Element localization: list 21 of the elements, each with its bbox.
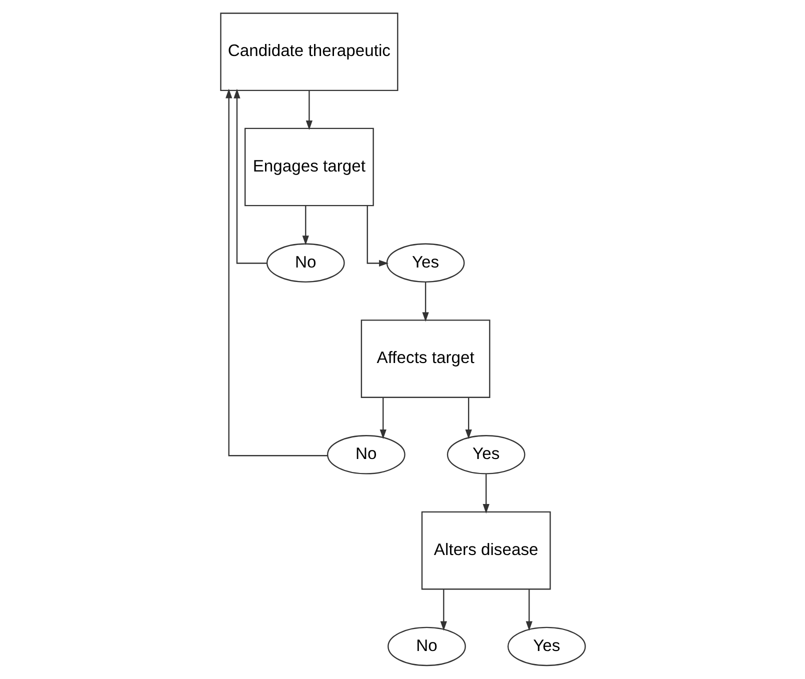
node-ellipse: Yes [386, 243, 464, 282]
node-ellipse: No [326, 435, 405, 474]
arrow [525, 590, 532, 631]
node-box: Candidate therapeutic [220, 12, 398, 91]
arrow [440, 590, 446, 631]
arrow [366, 206, 388, 267]
arrow [233, 88, 266, 264]
node-box: Affects target [360, 320, 490, 398]
node-ellipse: No [266, 243, 344, 282]
arrow [422, 282, 428, 322]
arrow [379, 398, 386, 439]
node-ellipse: Yes [506, 626, 586, 666]
arrow [225, 88, 328, 456]
arrow [305, 90, 312, 130]
arrow [302, 206, 308, 246]
node-box: Engages target [244, 128, 374, 206]
arrow [482, 474, 489, 514]
node-box: Alters disease [420, 511, 550, 590]
arrow [464, 398, 472, 439]
node-ellipse: No [387, 626, 466, 666]
node-ellipse: Yes [446, 435, 525, 474]
